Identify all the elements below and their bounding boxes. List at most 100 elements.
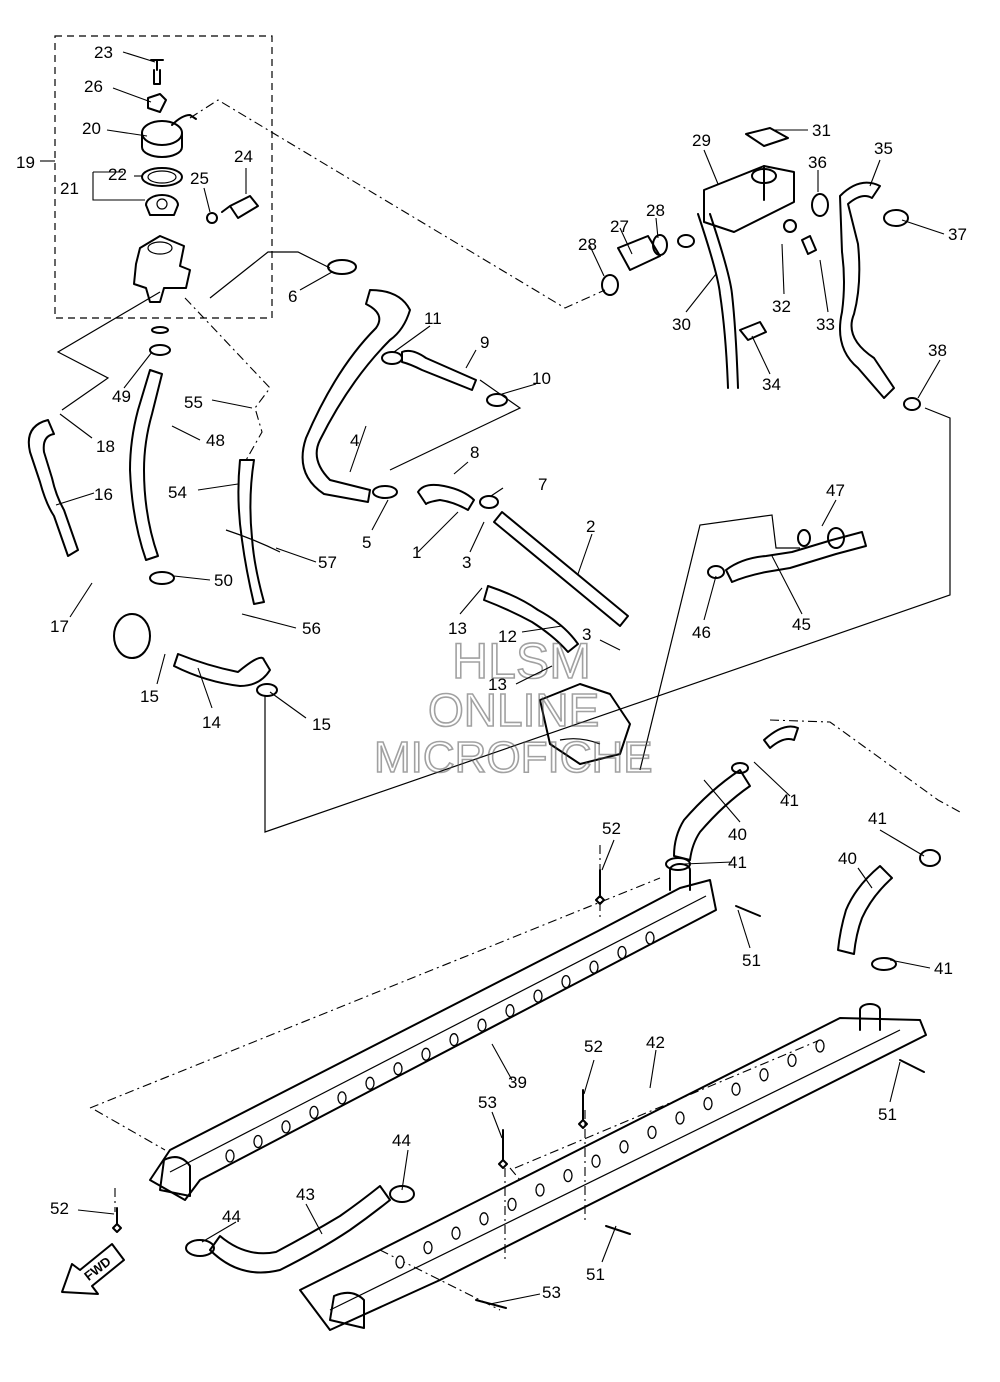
water-pump-and-hoses	[113, 511, 867, 765]
callout-2: 2	[586, 517, 595, 536]
lower-hoses	[185, 725, 941, 1274]
callout-14: 14	[202, 713, 221, 732]
perforation-hole	[563, 1168, 573, 1183]
callout-37: 37	[948, 225, 967, 244]
perforation-hole	[423, 1240, 433, 1255]
perforation-hole	[281, 1120, 291, 1134]
callout-1: 1	[412, 543, 421, 562]
callout-33: 33	[816, 315, 835, 334]
callout-7: 7	[538, 475, 547, 494]
perforation-hole	[533, 989, 543, 1003]
perforation-hole	[759, 1068, 769, 1082]
callout-50: 50	[214, 571, 233, 590]
perforation-hole	[617, 945, 627, 960]
callout-28a: 28	[578, 235, 597, 254]
callout-45: 45	[792, 615, 811, 634]
perforation-hole	[507, 1197, 517, 1212]
callout-13b: 13	[488, 675, 507, 694]
perforation-hole	[365, 1076, 375, 1090]
callout-18: 18	[96, 437, 115, 456]
callout-10: 10	[532, 369, 551, 388]
callout-labels: 1 2 3 3 4 5 6 7 8 9 10 11 12 13 13 14 15…	[16, 43, 967, 1302]
hoses-left	[27, 259, 508, 605]
callout-4: 4	[350, 431, 359, 450]
perforation-hole	[395, 1255, 405, 1269]
callout-30: 30	[672, 315, 691, 334]
callout-31: 31	[812, 121, 831, 140]
perforation-hole	[619, 1140, 629, 1154]
heat-exchangers	[149, 863, 927, 1331]
callout-22: 22	[108, 165, 127, 184]
callout-3b: 3	[582, 625, 591, 644]
callout-49: 49	[112, 387, 131, 406]
callout-11: 11	[424, 309, 442, 328]
callout-26: 26	[84, 77, 103, 96]
expansion-tank	[601, 127, 921, 411]
perforation-hole	[535, 1183, 545, 1197]
callout-42: 42	[646, 1033, 665, 1052]
callout-55: 55	[184, 393, 203, 412]
perforation-hole	[477, 1018, 487, 1032]
callout-36: 36	[808, 153, 827, 172]
callout-57: 57	[318, 553, 337, 572]
perforation-hole	[731, 1082, 741, 1096]
callout-41b: 41	[728, 853, 747, 872]
watermark-line-3: MICROFICHE	[374, 733, 653, 782]
callout-21: 21	[60, 179, 79, 198]
perforation-hole	[647, 1125, 657, 1140]
perforation-hole	[225, 1149, 235, 1163]
callout-51b: 51	[878, 1105, 897, 1124]
callout-19: 19	[16, 153, 35, 172]
callout-3a: 3	[462, 553, 471, 572]
thermostat-assembly	[133, 59, 259, 334]
callout-29: 29	[692, 131, 711, 150]
callout-5: 5	[362, 533, 371, 552]
callout-9: 9	[480, 333, 489, 352]
callout-16: 16	[94, 485, 113, 504]
callout-56: 56	[302, 619, 321, 638]
watermark-line-1: HLSM	[452, 633, 591, 689]
callout-24: 24	[234, 147, 253, 166]
perforation-hole	[591, 1154, 601, 1168]
perforation-hole	[449, 1033, 459, 1047]
perforation-hole	[561, 974, 571, 989]
watermark-line-2: ONLINE	[428, 684, 599, 736]
callout-25: 25	[190, 169, 209, 188]
callout-43: 43	[296, 1185, 315, 1204]
callout-15a: 15	[140, 687, 159, 706]
perforation-hole	[451, 1226, 461, 1240]
callout-41c: 41	[868, 809, 887, 828]
callout-8: 8	[470, 443, 479, 462]
callout-32: 32	[772, 297, 791, 316]
callout-53b: 53	[542, 1283, 561, 1302]
perforation-hole	[505, 1004, 515, 1018]
callout-51c: 51	[586, 1265, 605, 1284]
fwd-label: FWD	[81, 1254, 114, 1284]
perforation-hole	[645, 931, 655, 945]
callout-47: 47	[826, 481, 845, 500]
callout-44b: 44	[222, 1207, 241, 1226]
callout-13a: 13	[448, 619, 467, 638]
callout-40a: 40	[728, 825, 747, 844]
perforation-hole	[479, 1212, 489, 1226]
leader-lines	[40, 51, 945, 1305]
callout-17: 17	[50, 617, 69, 636]
perforation-hole	[589, 960, 599, 974]
fwd-direction-arrow: FWD	[61, 1243, 125, 1295]
callout-28b: 28	[646, 201, 665, 220]
callout-6: 6	[288, 287, 297, 306]
callout-23: 23	[94, 43, 113, 62]
callout-20: 20	[82, 119, 101, 138]
callout-39: 39	[508, 1073, 527, 1092]
callout-15b: 15	[312, 715, 331, 734]
watermark: HLSM ONLINE MICROFICHE	[373, 632, 653, 783]
callout-53a: 53	[478, 1093, 497, 1112]
callout-48: 48	[206, 431, 225, 450]
perforation-hole	[675, 1111, 685, 1125]
callout-12: 12	[498, 627, 517, 646]
callout-35: 35	[874, 139, 893, 158]
perforation-hole	[253, 1134, 263, 1149]
perforation-hole	[787, 1053, 797, 1068]
callout-52c: 52	[50, 1199, 69, 1218]
